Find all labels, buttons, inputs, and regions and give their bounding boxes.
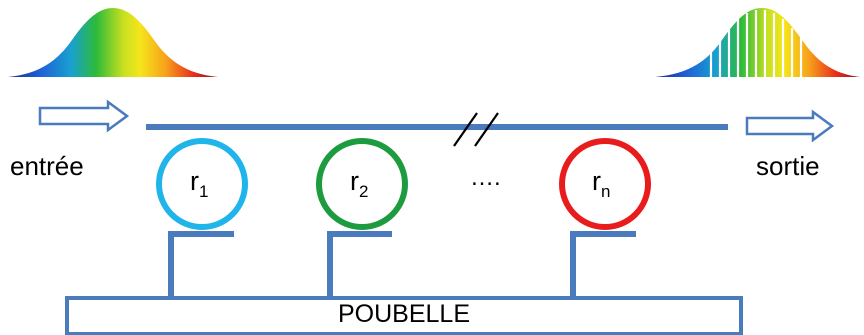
trash-label: POUBELLE [337, 300, 470, 328]
trash-box [65, 296, 743, 335]
ring-n-label: rn [592, 166, 611, 201]
drop-port-n [570, 231, 636, 298]
ring-2-label: r2 [350, 166, 369, 201]
output-arrow [745, 109, 835, 143]
ring-1 [156, 138, 248, 230]
ellipsis-label: …. [470, 164, 501, 191]
break-mark [453, 112, 499, 147]
ring-2 [316, 138, 408, 230]
drop-port-2 [327, 231, 392, 298]
ring-n [559, 138, 651, 230]
output-spectrum [655, 8, 860, 78]
input-label: entrée [10, 151, 84, 181]
ring-1-label: r1 [190, 166, 209, 201]
output-label: sortie [756, 151, 820, 181]
input-spectrum [8, 8, 218, 77]
input-arrow [38, 99, 130, 133]
drop-port-1 [168, 231, 234, 298]
